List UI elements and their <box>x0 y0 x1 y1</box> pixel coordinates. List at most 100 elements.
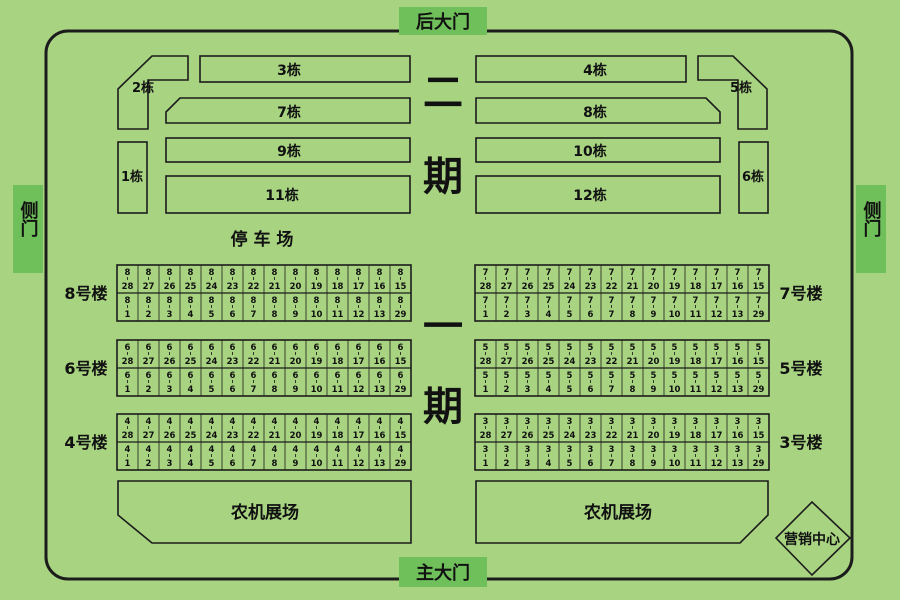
unit-cell[interactable]: 42 <box>146 445 152 469</box>
unit-cell[interactable]: 727 <box>501 268 513 292</box>
unit-cell[interactable]: 518 <box>690 343 702 367</box>
unit-cell[interactable]: 611 <box>332 371 344 395</box>
unit-cell[interactable]: 515 <box>753 343 765 367</box>
unit-cell[interactable]: 526 <box>522 343 534 367</box>
unit-cell[interactable]: 318 <box>690 417 702 441</box>
unit-cell[interactable]: 622 <box>248 343 260 367</box>
unit-cell[interactable]: 323 <box>585 417 597 441</box>
unit-cell[interactable]: 618 <box>332 343 344 367</box>
unit-cell[interactable]: 54 <box>546 371 552 395</box>
unit-cell[interactable]: 36 <box>588 445 594 469</box>
unit-cell[interactable]: 428 <box>122 417 134 441</box>
unit-cell[interactable]: 81 <box>125 296 131 320</box>
unit-cell[interactable]: 48 <box>272 445 278 469</box>
unit-cell[interactable]: 421 <box>269 417 281 441</box>
unit-cell[interactable]: 62 <box>146 371 152 395</box>
unit-cell[interactable]: 422 <box>248 417 260 441</box>
unit-cell[interactable]: 818 <box>332 268 344 292</box>
unit-cell[interactable]: 55 <box>567 371 573 395</box>
unit-cell[interactable]: 63 <box>167 371 173 395</box>
building-8[interactable]: 8栋 <box>475 97 721 124</box>
building-5[interactable]: 5栋 <box>697 55 768 130</box>
unit-cell[interactable]: 79 <box>651 296 657 320</box>
unit-cell[interactable]: 821 <box>269 268 281 292</box>
unit-cell[interactable]: 46 <box>230 445 236 469</box>
side-gate-left[interactable]: 侧门 <box>13 185 43 273</box>
unit-cell[interactable]: 719 <box>669 268 681 292</box>
unit-cell[interactable]: 83 <box>167 296 173 320</box>
unit-cell[interactable]: 511 <box>690 371 702 395</box>
unit-cell[interactable]: 812 <box>353 296 365 320</box>
unit-cell[interactable]: 410 <box>311 445 323 469</box>
unit-cell[interactable]: 413 <box>374 445 386 469</box>
exhibition-area-right[interactable]: 农机展场 <box>475 480 769 544</box>
unit-cell[interactable]: 521 <box>627 343 639 367</box>
unit-cell[interactable]: 322 <box>606 417 618 441</box>
unit-cell[interactable]: 310 <box>669 445 681 469</box>
unit-cell[interactable]: 722 <box>606 268 618 292</box>
unit-cell[interactable]: 721 <box>627 268 639 292</box>
unit-cell[interactable]: 66 <box>230 371 236 395</box>
unit-cell[interactable]: 45 <box>209 445 215 469</box>
rear-gate[interactable]: 后大门 <box>399 7 487 35</box>
unit-cell[interactable]: 811 <box>332 296 344 320</box>
unit-cell[interactable]: 324 <box>564 417 576 441</box>
unit-cell[interactable]: 49 <box>293 445 299 469</box>
unit-cell[interactable]: 615 <box>395 343 407 367</box>
unit-cell[interactable]: 523 <box>585 343 597 367</box>
unit-cell[interactable]: 86 <box>230 296 236 320</box>
unit-block-b5[interactable]: 5285152752526535255452455523565225752158… <box>474 339 770 397</box>
unit-cell[interactable]: 712 <box>711 296 723 320</box>
unit-cell[interactable]: 417 <box>353 417 365 441</box>
unit-cell[interactable]: 78 <box>630 296 636 320</box>
unit-cell[interactable]: 623 <box>227 343 239 367</box>
unit-cell[interactable]: 77 <box>609 296 615 320</box>
building-12[interactable]: 12栋 <box>475 175 721 214</box>
unit-cell[interactable]: 37 <box>609 445 615 469</box>
unit-cell[interactable]: 828 <box>122 268 134 292</box>
building-4[interactable]: 4栋 <box>475 55 687 83</box>
unit-cell[interactable]: 32 <box>504 445 510 469</box>
unit-cell[interactable]: 71 <box>483 296 489 320</box>
unit-cell[interactable]: 419 <box>311 417 323 441</box>
unit-cell[interactable]: 822 <box>248 268 260 292</box>
unit-block-b4[interactable]: 4284142742426434254442445423464224742148… <box>116 413 412 471</box>
unit-cell[interactable]: 610 <box>311 371 323 395</box>
unit-cell[interactable]: 326 <box>522 417 534 441</box>
unit-cell[interactable]: 84 <box>188 296 194 320</box>
unit-block-b3[interactable]: 3283132732326333253432435323363223732138… <box>474 413 770 471</box>
unit-cell[interactable]: 726 <box>522 268 534 292</box>
unit-cell[interactable]: 57 <box>609 371 615 395</box>
unit-cell[interactable]: 38 <box>630 445 636 469</box>
unit-cell[interactable]: 621 <box>269 343 281 367</box>
building-9[interactable]: 9栋 <box>165 137 411 163</box>
unit-cell[interactable]: 524 <box>564 343 576 367</box>
unit-cell[interactable]: 817 <box>353 268 365 292</box>
unit-cell[interactable]: 616 <box>374 343 386 367</box>
unit-cell[interactable]: 827 <box>143 268 155 292</box>
unit-cell[interactable]: 311 <box>690 445 702 469</box>
unit-cell[interactable]: 325 <box>543 417 555 441</box>
unit-cell[interactable]: 34 <box>546 445 552 469</box>
unit-cell[interactable]: 39 <box>651 445 657 469</box>
unit-cell[interactable]: 728 <box>480 268 492 292</box>
building-2[interactable]: 2栋 <box>117 55 189 130</box>
unit-cell[interactable]: 512 <box>711 371 723 395</box>
building-7[interactable]: 7栋 <box>165 97 411 124</box>
unit-cell[interactable]: 816 <box>374 268 386 292</box>
main-gate[interactable]: 主大门 <box>399 557 487 587</box>
unit-cell[interactable]: 528 <box>480 343 492 367</box>
unit-cell[interactable]: 56 <box>588 371 594 395</box>
unit-cell[interactable]: 327 <box>501 417 513 441</box>
unit-cell[interactable]: 625 <box>185 343 197 367</box>
unit-cell[interactable]: 617 <box>353 343 365 367</box>
unit-cell[interactable]: 316 <box>732 417 744 441</box>
unit-cell[interactable]: 43 <box>167 445 173 469</box>
unit-cell[interactable]: 826 <box>164 268 176 292</box>
unit-block-b7[interactable]: 7287172772726737257472475723767227772178… <box>474 264 770 322</box>
unit-cell[interactable]: 41 <box>125 445 131 469</box>
unit-cell[interactable]: 418 <box>332 417 344 441</box>
marketing-center[interactable]: 营销中心 <box>774 500 852 577</box>
unit-cell[interactable]: 715 <box>753 268 765 292</box>
unit-block-b6[interactable]: 6286162762626636256462465623666226762168… <box>116 339 412 397</box>
